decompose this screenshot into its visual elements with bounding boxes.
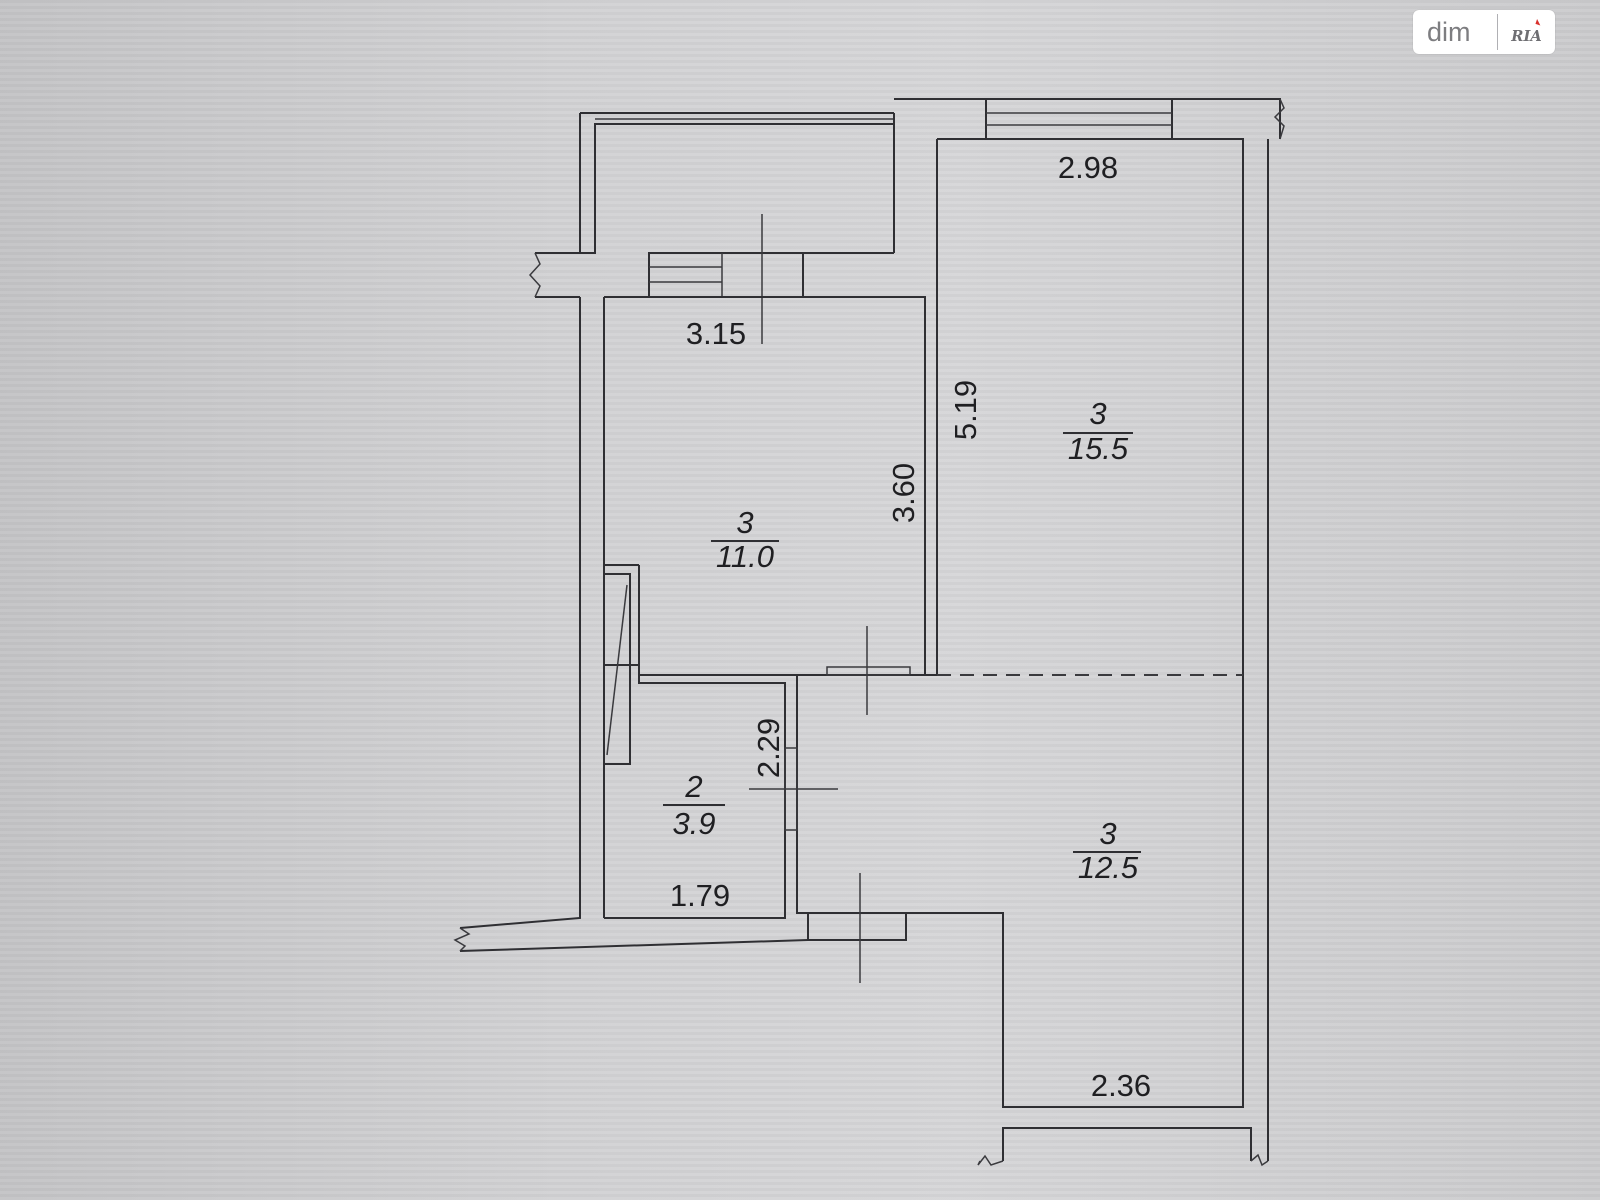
door-entrance [807,873,907,983]
ria-logo-mark: RIA [1510,18,1542,45]
small-room-walls [603,675,838,919]
balcony-outline [579,112,895,254]
room-label-top: 3 15.5 [1063,396,1133,466]
logo-divider [1497,14,1498,50]
dim-top-width: 2.98 [1058,150,1118,185]
room-low-type: 3 [1099,816,1116,851]
dim-vertical-mid: 3.60 [886,463,921,523]
room-top-area: 15.5 [1068,431,1129,466]
room-mid-area: 11.0 [716,539,774,574]
room-low-area: 12.5 [1078,850,1139,885]
outer-walls [459,98,1281,1161]
room-small-type: 2 [684,769,702,804]
wall-break-marks [453,98,1285,1167]
dim-room-width: 3.15 [686,316,746,351]
dim-vertical-small: 2.29 [751,718,786,778]
door-mid-room [826,626,937,715]
room-label-low: 3 12.5 [1073,816,1141,885]
dim-small-width: 1.79 [670,878,730,913]
room-label-small: 2 3.9 [663,769,725,841]
window-top [985,98,1173,140]
room-small-area: 3.9 [672,806,715,841]
room-mid-type: 3 [736,505,753,540]
logo-text: dim [1427,16,1471,47]
middle-room-walls [604,296,926,676]
wardrobe [603,573,631,765]
dim-bottom-width: 2.36 [1091,1068,1151,1103]
dimria-logo: dim RIA [1413,10,1555,54]
room-label-middle: 3 11.0 [711,505,779,574]
dim-vertical-long: 5.19 [948,380,983,440]
room-top-type: 3 [1089,396,1106,431]
svg-text:RIA: RIA [1510,28,1541,45]
